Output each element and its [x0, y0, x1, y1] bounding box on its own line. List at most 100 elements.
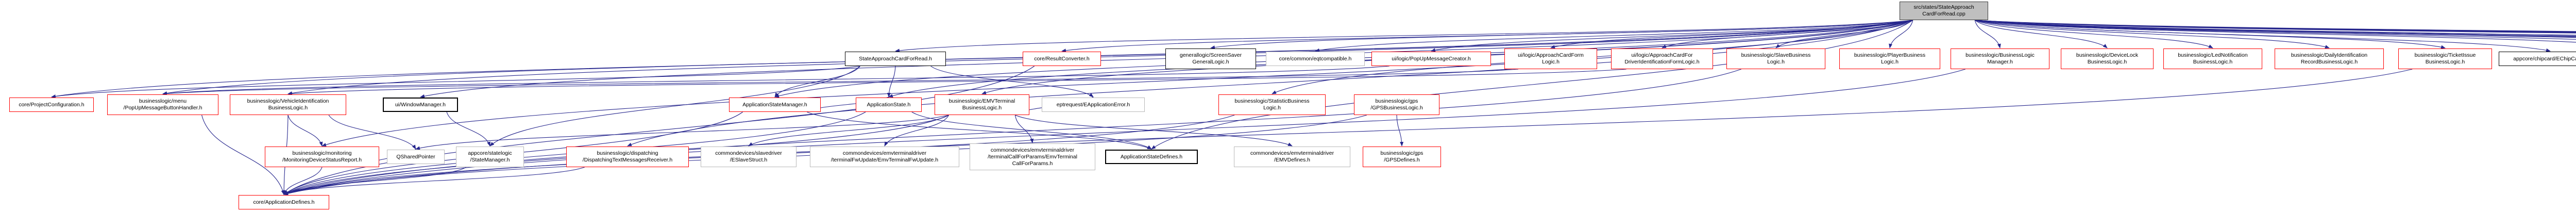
graph-node-n46[interactable]: ApplicationStateDefines.h — [1105, 150, 1198, 164]
graph-node-n36: eptrequest/EApplicationError.h — [1042, 98, 1145, 112]
graph-edge-t-n46 — [1151, 20, 1913, 150]
graph-node-n29[interactable]: core/ProjectConfiguration.h — [9, 98, 94, 112]
graph-node-n1[interactable]: StateApproachCardForRead.h — [845, 52, 946, 66]
graph-node-n39[interactable]: businesslogic/monitoring/MonitoringDevic… — [265, 147, 379, 167]
graph-edge-t-n39 — [321, 20, 1913, 147]
graph-node-n2[interactable]: core/ResultConverter.h — [1023, 52, 1101, 66]
graph-edge-n1-n29 — [51, 66, 860, 99]
graph-node-label: core/ApplicationDefines.h — [253, 199, 315, 205]
graph-edge-t-n11 — [1974, 20, 2108, 48]
graph-node-label: businesslogic/BusinessLogic — [1965, 52, 2035, 58]
graph-edge-n1-n34 — [887, 66, 896, 98]
graph-node-n49[interactable]: core/ApplicationDefines.h — [239, 195, 329, 209]
graph-node-n38[interactable]: businesslogic/gps/GPSBusinessLogic.h — [1354, 94, 1439, 115]
graph-node-label: Logic.h — [1263, 105, 1281, 111]
graph-edge-t-n10 — [1974, 20, 2001, 48]
graph-edge-n2-n49 — [283, 66, 1035, 195]
graph-edge-t-n8 — [1775, 20, 1913, 48]
graph-node-label: eptrequest/EApplicationError.h — [1056, 101, 1130, 108]
graph-node-label: DriverIdentificationFormLogic.h — [1624, 59, 1700, 65]
graph-edge-n41-n49 — [283, 167, 467, 195]
graph-node-label: businesslogic/TicketIssue — [2414, 52, 2476, 58]
graph-node-label: appcore/chipcard/EChipCard.h — [2513, 55, 2576, 62]
graph-node-label: /terminalCallForParams/EmvTerminal — [988, 153, 1077, 160]
graph-node-label: businesslogic/StatisticBusiness — [1234, 98, 1310, 104]
graph-node-label: BusinessLogic.h — [2425, 59, 2465, 65]
graph-node-n45: commondevices/emvterminaldriver/terminal… — [970, 143, 1095, 170]
graph-edge-t-n4 — [1315, 20, 1913, 52]
graph-node-label: appcore/statelogic — [468, 150, 512, 156]
graph-node-label: ui/logic/ApproachCardFor — [1631, 52, 1693, 58]
graph-node-label: BusinessLogic.h — [2193, 59, 2233, 65]
graph-edge-n38-n48 — [1396, 115, 1404, 147]
graph-edge-n42-n49 — [283, 167, 585, 195]
graph-node-n5[interactable]: ui/logic/PopUpMessageCreator.h — [1371, 52, 1491, 66]
graph-node-label: ApplicationState.h — [867, 101, 911, 108]
graph-edge-t-n22 — [1975, 20, 2576, 36]
graph-node-n15[interactable]: appcore/chipcard/EChipCard.h — [2499, 52, 2576, 66]
graph-edge-t-n13 — [1975, 20, 2330, 48]
graph-node-label: /StateManager.h — [470, 157, 510, 163]
graph-node-n4: core/common/eqtcompatible.h — [1266, 52, 1365, 66]
graph-node-label: core/ResultConverter.h — [1034, 55, 1090, 62]
graph-node-label: /GPSBusinessLogic.h — [1370, 105, 1423, 111]
graph-edge-n35-n40 — [415, 115, 949, 150]
graph-node-label: CardForRead.cpp — [1922, 11, 1965, 17]
graph-node-n30[interactable]: businesslogic/menu/PopUpMessageButtonHan… — [107, 94, 218, 115]
graph-node-label: generallogic/ScreenSaver — [1179, 52, 1242, 58]
graph-node-label: commondevices/slavedriver — [715, 150, 782, 156]
graph-node-label: businesslogic/dispatching — [597, 150, 658, 156]
graph-edge-n7-n31 — [287, 69, 1626, 95]
graph-node-label: GeneralLogic.h — [1192, 59, 1229, 65]
graph-edge-t-n16 — [1975, 20, 2576, 43]
graph-node-n48[interactable]: businesslogic/gps/GPSDefines.h — [1363, 147, 1441, 167]
graph-edge-n1-n41 — [489, 66, 860, 147]
graph-edge-n32-n41 — [446, 111, 490, 147]
graph-node-n44: commondevices/emvterminaldriver/terminal… — [810, 147, 959, 167]
graph-edge-n5-n30 — [162, 66, 1389, 95]
graph-edge-n31-n40 — [328, 115, 416, 150]
graph-node-n34[interactable]: ApplicationState.h — [856, 98, 922, 112]
graph-node-label: BusinessLogic.h — [268, 105, 308, 111]
graph-node-label: QSharedPointer — [396, 153, 435, 160]
graph-node-label: businesslogic/DeviceLock — [2076, 52, 2139, 58]
graph-node-label: /EMVDefines.h — [1274, 157, 1311, 163]
graph-node-n32[interactable]: ui/WindowManager.h — [383, 98, 458, 112]
graph-node-label: /ESlaveStruct.h — [730, 157, 768, 163]
graph-node-label: ApplicationStateDefines.h — [1120, 153, 1183, 160]
graph-node-label: businesslogic/menu — [139, 98, 187, 104]
graph-node-label: core/ProjectConfiguration.h — [19, 101, 84, 108]
graph-node-label: businesslogic/gps — [1380, 150, 1423, 156]
graph-edge-n10-n49 — [283, 69, 1965, 195]
graph-edge-t-n20 — [1975, 20, 2576, 38]
graph-node-label: businesslogic/SlaveBusiness — [1741, 52, 1811, 58]
graph-node-n42[interactable]: businesslogic/dispatching/DispatchingTex… — [566, 147, 689, 167]
graph-edge-n35-n47 — [1015, 115, 1293, 147]
graph-node-n33[interactable]: ApplicationStateManager.h — [729, 98, 821, 112]
graph-edge-n35-n44 — [884, 115, 950, 147]
graph-edge-t-n3 — [1210, 20, 1913, 50]
graph-node-label: BusinessLogic.h — [2087, 59, 2127, 65]
graph-node-label: businesslogic/EMVTerminal — [948, 98, 1015, 104]
graph-node-label: CallForParams.h — [1012, 160, 1053, 167]
graph-edge-t-n17 — [1975, 20, 2576, 40]
graph-node-label: businesslogic/PlayerBusiness — [1854, 52, 1926, 58]
graph-edge-t-n12 — [1974, 20, 2213, 48]
graph-edge-n33-n46 — [807, 111, 1152, 150]
graph-edge-n1-n36 — [930, 66, 1094, 98]
